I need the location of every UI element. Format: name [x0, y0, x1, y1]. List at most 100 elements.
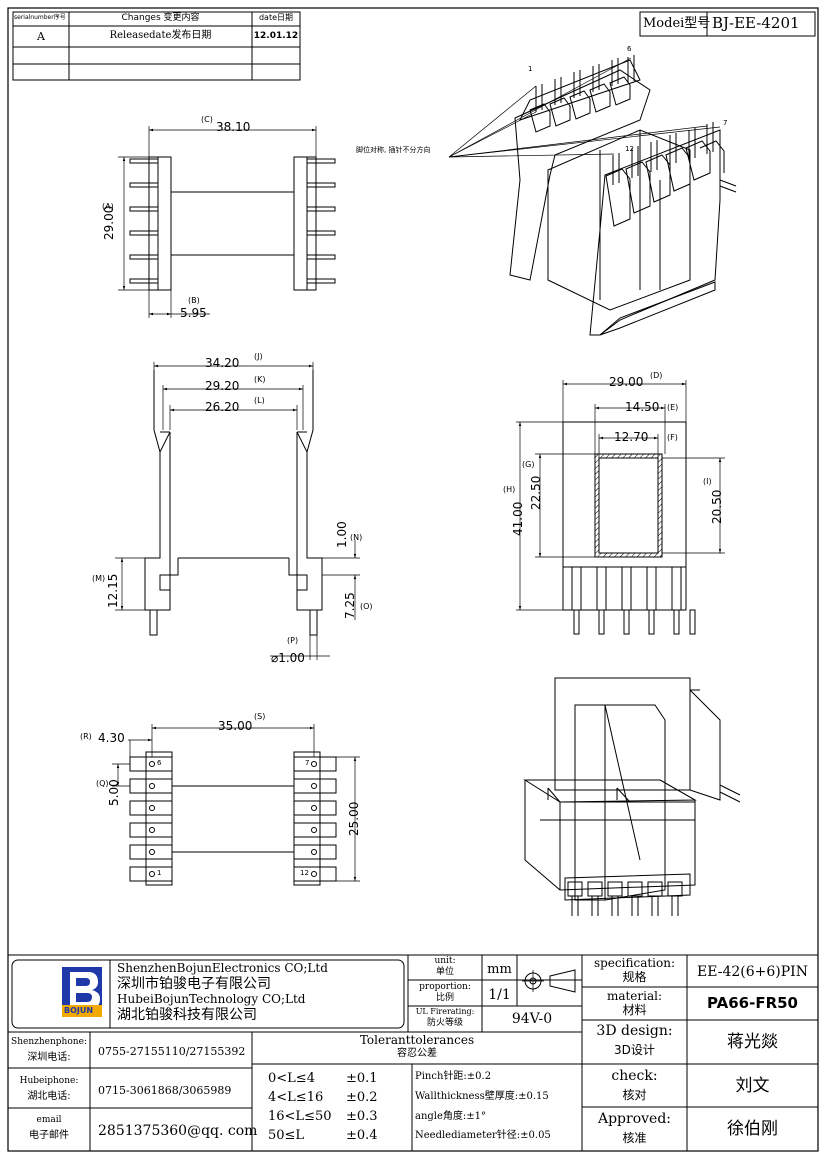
- pin-label-1: 1: [157, 869, 162, 877]
- company-en-1: ShenzhenBojunElectronics CO;Ltd: [117, 961, 328, 975]
- dim-r-value: 4.30: [98, 731, 125, 745]
- tolerance-range-1: 0<L≤4: [268, 1071, 315, 1086]
- dim-a-value: 29.00: [102, 205, 116, 240]
- dim-c-value: 38.10: [216, 120, 251, 134]
- dim-d-value: 29.00: [609, 375, 644, 389]
- model-box: [639, 11, 816, 37]
- material-label-cn: 材料: [622, 1003, 647, 1017]
- rev-row-date: 12.01.12: [253, 31, 299, 41]
- material-value: PA66-FR50: [707, 994, 798, 1012]
- check-label-cn: 核对: [622, 1088, 647, 1102]
- design-value: 蒋光燚: [727, 1032, 778, 1052]
- revision-table-lines: [12, 11, 301, 81]
- tolerance-title-cn: 容忍公差: [397, 1048, 437, 1059]
- tolerance-title-en: Toleranttolerances: [359, 1033, 475, 1047]
- dim-f-value: 12.70: [614, 430, 649, 444]
- dim-a-tag: (A): [102, 202, 114, 211]
- logo-text: BOJUN: [64, 1006, 94, 1015]
- dim-i-value: 20.50: [710, 489, 724, 524]
- note-wall: Wallthickness壁厚度:±0.15: [415, 1091, 549, 1102]
- dim-v-value: 25.00: [347, 801, 361, 836]
- isometric-view-top: [448, 55, 737, 336]
- rev-header-date: date日期: [258, 13, 294, 22]
- rev-header-serial: serialnumber序号: [14, 14, 66, 21]
- dim-g-tag: (G): [522, 460, 535, 469]
- proportion-label-cn: 比例: [435, 993, 454, 1003]
- iso-note: 脚位对称, 插针不分方向: [356, 146, 431, 154]
- ul-value: 94V-0: [511, 1011, 553, 1027]
- design-label-en: 3D design:: [596, 1023, 673, 1039]
- spec-label-cn: 规格: [622, 970, 647, 984]
- dim-p-tag: (P): [287, 636, 299, 645]
- approved-label-cn: 核准: [622, 1131, 647, 1145]
- tolerance-value-4: ±0.4: [346, 1128, 378, 1143]
- dim-p-value: ⌀1.00: [271, 651, 305, 665]
- dim-l-value: 26.20: [205, 400, 240, 414]
- dim-o-tag: (O): [360, 602, 373, 611]
- dim-r-tag: (R): [80, 732, 92, 741]
- dim-b-tag: (B): [188, 296, 200, 305]
- hb-phone: 0715-3061868/3065989: [98, 1084, 232, 1097]
- check-value: 刘文: [735, 1076, 770, 1096]
- bojun-logo: [62, 967, 102, 1017]
- sz-phone-label-en: Shenzhenphone:: [11, 1037, 87, 1047]
- top-view: [118, 126, 336, 318]
- company-en-2: HubeiBojunTechnology CO;Ltd: [117, 992, 306, 1006]
- dim-i-tag: (I): [703, 477, 712, 486]
- note-needle: Needlediameter针径:±0.05: [415, 1130, 551, 1141]
- dim-m-tag: (M): [92, 574, 106, 583]
- dim-q-value: 5.00: [107, 779, 121, 806]
- pin-number-7: 7: [723, 119, 728, 127]
- tolerance-value-2: ±0.2: [346, 1090, 378, 1105]
- pin-label-12: 12: [300, 869, 309, 877]
- rev-row-letter: A: [37, 30, 45, 43]
- tolerance-value-1: ±0.1: [346, 1071, 378, 1086]
- check-label-en: check:: [611, 1068, 658, 1084]
- dim-g-value: 22.50: [529, 475, 543, 510]
- design-label-cn: 3D设计: [614, 1043, 655, 1057]
- dim-b-value: 5.95: [180, 306, 207, 320]
- isometric-view-bottom: [523, 677, 741, 916]
- note-pinch: Pinch针距:±0.2: [415, 1071, 492, 1082]
- dim-o-value: 7.25: [343, 592, 357, 619]
- spec-value: EE-42(6+6)PIN: [697, 964, 808, 980]
- tolerance-range-2: 4<L≤16: [268, 1090, 324, 1105]
- model-label: Modei型号: [643, 16, 711, 31]
- email: 2851375360@qq. com: [98, 1123, 258, 1139]
- side-view: [516, 380, 725, 635]
- dim-f-tag: (F): [667, 433, 678, 442]
- model-value: BJ-EE-4201: [712, 14, 800, 32]
- ul-label-cn: 防火等级: [426, 1018, 463, 1028]
- dim-m-value: 12.15: [106, 573, 120, 608]
- tolerance-range-4: 50≤L: [268, 1128, 305, 1143]
- hb-phone-label-en: Hubeiphone:: [19, 1076, 79, 1086]
- bottom-view: [112, 724, 360, 886]
- dim-l-tag: (L): [254, 396, 265, 405]
- dim-k-tag: (K): [254, 375, 266, 384]
- tolerance-range-3: 16<L≤50: [268, 1109, 332, 1124]
- unit-label-cn: 单位: [435, 967, 454, 977]
- ul-label-en: UL Firerating:: [415, 1007, 475, 1016]
- company-cn-2: 湖北铂骏科技有限公司: [117, 1007, 257, 1023]
- dim-h-value: 41.00: [511, 501, 525, 536]
- dim-e-tag: (E): [667, 403, 679, 412]
- dim-j-tag: (J): [254, 352, 263, 361]
- dim-j-value: 34.20: [205, 356, 240, 370]
- approved-label-en: Approved:: [597, 1111, 672, 1127]
- sz-phone: 0755-27155110/27155392: [98, 1045, 246, 1058]
- dim-s-tag: (S): [254, 712, 266, 721]
- dim-s-value: 35.00: [218, 719, 253, 733]
- dim-k-value: 29.20: [205, 379, 240, 393]
- dim-e-value: 14.50: [625, 400, 660, 414]
- front-view: [115, 362, 360, 660]
- pin-label-7: 7: [305, 759, 310, 767]
- spec-label-en: specification:: [593, 956, 676, 970]
- rev-header-changes: Changes 变更内容: [121, 13, 200, 23]
- dim-h-tag: (H): [503, 485, 516, 494]
- rev-row-change: Releasedate发布日期: [109, 30, 212, 41]
- pin-number-1: 1: [528, 65, 533, 73]
- unit-value: mm: [487, 962, 512, 977]
- material-label-en: material:: [606, 989, 663, 1003]
- unit-label-en: unit:: [434, 956, 456, 966]
